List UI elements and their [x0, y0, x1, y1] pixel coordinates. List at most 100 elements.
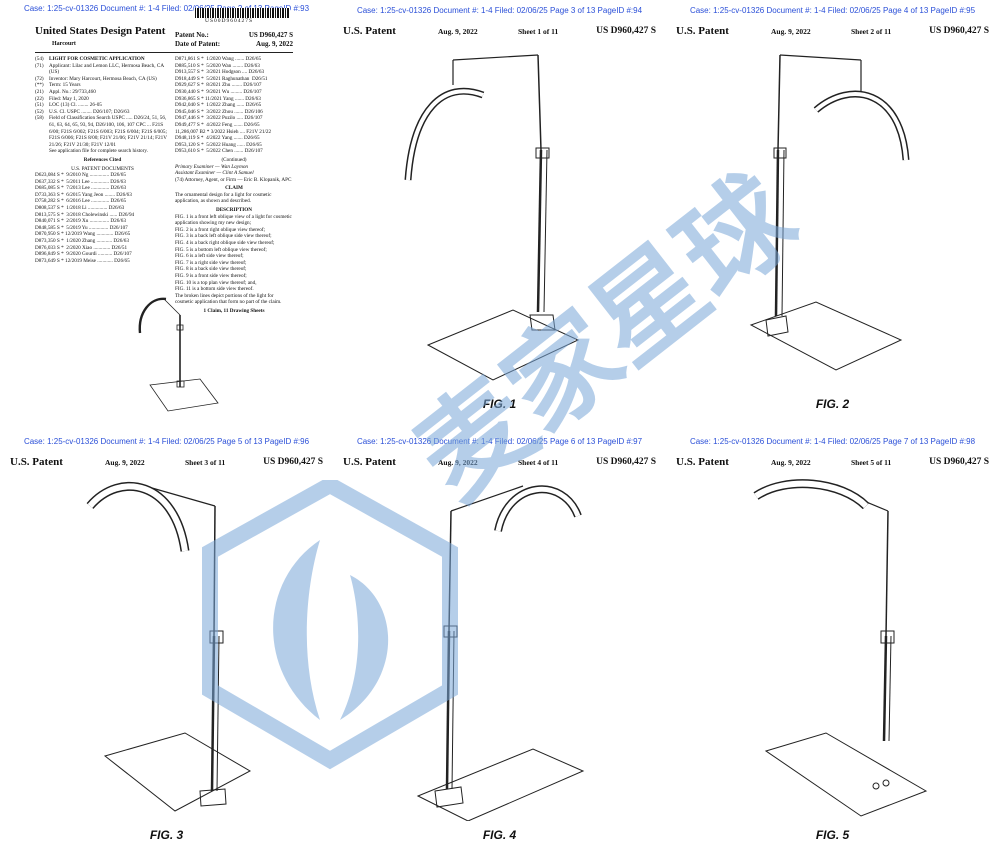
field-text: LOC (13) Cl. ........ 26-05	[49, 102, 102, 109]
field-number	[35, 148, 49, 155]
reference-entry: D876,033 S * 2/2020 Xiao ............. D…	[35, 244, 128, 251]
header-sheet: Sheet 4 of 11	[518, 458, 559, 467]
lamp-drawing-fig-4	[416, 485, 585, 821]
barcode	[195, 8, 290, 18]
drawing-sheet-1: Case: 1:25-cv-01326 Document #: 1-4 File…	[333, 0, 666, 431]
references-heading: References Cited	[83, 156, 122, 163]
field-row: See application file for complete search…	[35, 148, 170, 155]
sheet-header: U.S. Patent Aug. 9, 2022 Sheet 4 of 11 U…	[343, 456, 656, 472]
attorney-line: (74) Attorney, Agent, or Firm — Eric B. …	[175, 176, 292, 183]
case-header-line: Case: 1:25-cv-01326 Document #: 1-4 File…	[689, 6, 976, 15]
reference-entry: D948,119 S * 4/2022 Yang ....... D26/65	[175, 135, 260, 142]
field-text: Term: 15 Years	[49, 82, 81, 89]
case-header-line: Case: 1:25-cv-01326 Document #: 1-4 File…	[689, 437, 976, 446]
barcode-number: US00D960427S	[205, 18, 254, 24]
reference-entry: D813,575 S * 3/2018 Cholewinski ...... D…	[35, 211, 135, 218]
description-line: FIG. 4 is a back right oblique side view…	[175, 240, 275, 247]
sheet-header: U.S. Patent Aug. 9, 2022 Sheet 1 of 11 U…	[343, 25, 656, 41]
figure-label: FIG. 1	[482, 397, 517, 411]
field-text: Field of Classification Search USPC ....…	[49, 115, 167, 148]
header-us-patent: U.S. Patent	[343, 25, 396, 37]
description-lines: FIG. 1 is a front left oblique view of a…	[175, 214, 293, 306]
description-line: FIG. 9 is a front side view thereof;	[175, 273, 247, 279]
reference-entry: D896,849 S * 9/2020 Gourdi ........... D…	[35, 251, 132, 258]
field-number: (22)	[35, 95, 44, 102]
reference-entry: D930,440 S * 9/2021 Wu ......... D26/107	[175, 88, 262, 95]
header-patent-number: US D960,427 S	[929, 26, 989, 36]
patent-title: United States Design Patent	[35, 25, 166, 37]
field-row: (51) LOC (13) Cl. ........ 26-05	[35, 102, 170, 109]
patent-number: US D960,427 S	[248, 31, 293, 39]
header-sheet: Sheet 2 of 11	[851, 27, 892, 36]
field-text: Filed: May 1, 2020	[49, 95, 89, 102]
reference-entry: D808,537 S * 1/2018 Li ............... D…	[35, 205, 125, 212]
field-number: (52)	[35, 108, 44, 115]
field-text: Inventor: Mary Harcourt, Hermosa Beach, …	[49, 75, 157, 82]
reference-entry: D936,865 S * 11/2021 Yang ....... D26/63	[175, 95, 261, 102]
reference-entry: D947,446 S * 3/2022 Puzilo ..... D26/107	[175, 115, 263, 122]
reference-entry: D840,071 S * 2/2019 Xu ............... D…	[35, 218, 126, 225]
reference-entry: D913,557 S * 3/2021 Hodgson .... D26/63	[175, 69, 265, 76]
header-date: Aug. 9, 2022	[771, 458, 811, 467]
date-of-patent-label: Date of Patent:	[175, 40, 221, 48]
references-list: D623,084 S * 9/2010 Ng ............... D…	[35, 172, 170, 264]
field-row: (21)Appl. No.: 29/733,460	[35, 89, 170, 96]
header-us-patent: U.S. Patent	[676, 456, 729, 468]
examiner-line: Assistant Examiner — Clint A Samuel	[175, 170, 254, 177]
header-date: Aug. 9, 2022	[105, 458, 145, 467]
reference-entry: D623,084 S * 9/2010 Ng ............... D…	[35, 172, 126, 179]
date-of-patent: Aug. 9, 2022	[256, 40, 293, 48]
field-row: (71)Applicant: Lilac and Lemon LLC, Herm…	[35, 63, 170, 76]
claim-heading: CLAIM	[225, 185, 243, 192]
inventor-short-name: Harcourt	[52, 41, 76, 47]
figure-label: FIG. 5	[815, 828, 850, 842]
header-divider	[35, 52, 293, 53]
description-heading: DESCRIPTION	[215, 207, 253, 214]
case-header-line: Case: 1:25-cv-01326 Document #: 1-4 File…	[356, 6, 643, 15]
field-number: (58)	[35, 115, 44, 122]
header-patent-number: US D960,427 S	[596, 26, 656, 36]
field-row: (22) Filed: May 1, 2020	[35, 96, 170, 103]
drawing-sheet-2: Case: 1:25-cv-01326 Document #: 1-4 File…	[666, 0, 999, 431]
field-number: (54)	[35, 56, 44, 62]
sheet-header: U.S. Patent Aug. 9, 2022 Sheet 3 of 11 U…	[10, 456, 323, 472]
claims-sheets-count: 1 Claim, 11 Drawing Sheets	[203, 307, 265, 314]
reference-entry: D758,282 S * 6/2016 Lee .............. D…	[35, 198, 127, 205]
field-text: U.S. Cl. USPC ........ D26/107; D26/63	[49, 108, 130, 115]
reference-entry: D918,449 S * 5/2021 Raghunathan D26/51	[175, 75, 268, 82]
header-sheet: Sheet 5 of 11	[851, 458, 892, 467]
description-line: FIG. 6 is a left side view thereof;	[175, 253, 244, 260]
field-text: LIGHT FOR COSMETIC APPLICATION	[49, 56, 145, 62]
patent-number-row: Patent No.: US D960,427 S	[175, 32, 293, 39]
description-line: The broken lines depict portions of the …	[175, 292, 282, 306]
reference-entry: D945,046 S * 3/2022 Zhou ....... D26/106	[175, 108, 263, 115]
header-us-patent: U.S. Patent	[676, 25, 729, 37]
reference-entry: D953,610 S * 5/2022 Chen ....... D26/107	[175, 148, 263, 155]
drawing-sheet-3: Case: 1:25-cv-01326 Document #: 1-4 File…	[0, 431, 333, 862]
header-patent-number: US D960,427 S	[929, 457, 989, 467]
description-line: FIG. 3 is a back left oblique side view …	[175, 233, 272, 240]
field-number: (72)	[35, 75, 44, 82]
description-line: FIG. 2 is a front right oblique view the…	[175, 226, 266, 233]
patent-cover-page: Case: 1:25-cv-01326 Document #: 1-4 File…	[0, 0, 333, 431]
date-of-patent-row: Date of Patent: Aug. 9, 2022	[175, 41, 293, 48]
field-row: (54) LIGHT FOR COSMETIC APPLICATION	[35, 56, 170, 63]
description-line: FIG. 5 is a bottom left oblique view the…	[175, 246, 267, 253]
drawing-sheet-5: Case: 1:25-cv-01326 Document #: 1-4 File…	[666, 431, 999, 862]
field-row: (72) Inventor: Mary Harcourt, Hermosa Bea…	[35, 76, 170, 83]
field-number: (51)	[35, 102, 44, 109]
header-sheet: Sheet 1 of 11	[518, 27, 559, 36]
header-us-patent: U.S. Patent	[343, 456, 396, 468]
reference-entry: D873,649 S * 12/2019 Meise ............ …	[35, 257, 130, 264]
lamp-drawing-fig-5	[753, 479, 928, 817]
header-date: Aug. 9, 2022	[438, 27, 478, 36]
header-patent-number: US D960,427 S	[263, 457, 323, 467]
lamp-drawing-fig-1	[404, 54, 580, 381]
reference-entry: 11,286,007 B2 * 3/2022 Hsieh .... F21V 2…	[175, 128, 272, 135]
field-number: (71)	[35, 62, 44, 69]
cover-thumbnail-drawing	[138, 297, 219, 412]
reference-entry: D733,363 S * 6/2015 Yang Jeon ........ D…	[35, 191, 132, 198]
sheet-header: U.S. Patent Aug. 9, 2022 Sheet 2 of 11 U…	[676, 25, 989, 41]
case-header-line: Case: 1:25-cv-01326 Document #: 1-4 File…	[356, 437, 643, 446]
